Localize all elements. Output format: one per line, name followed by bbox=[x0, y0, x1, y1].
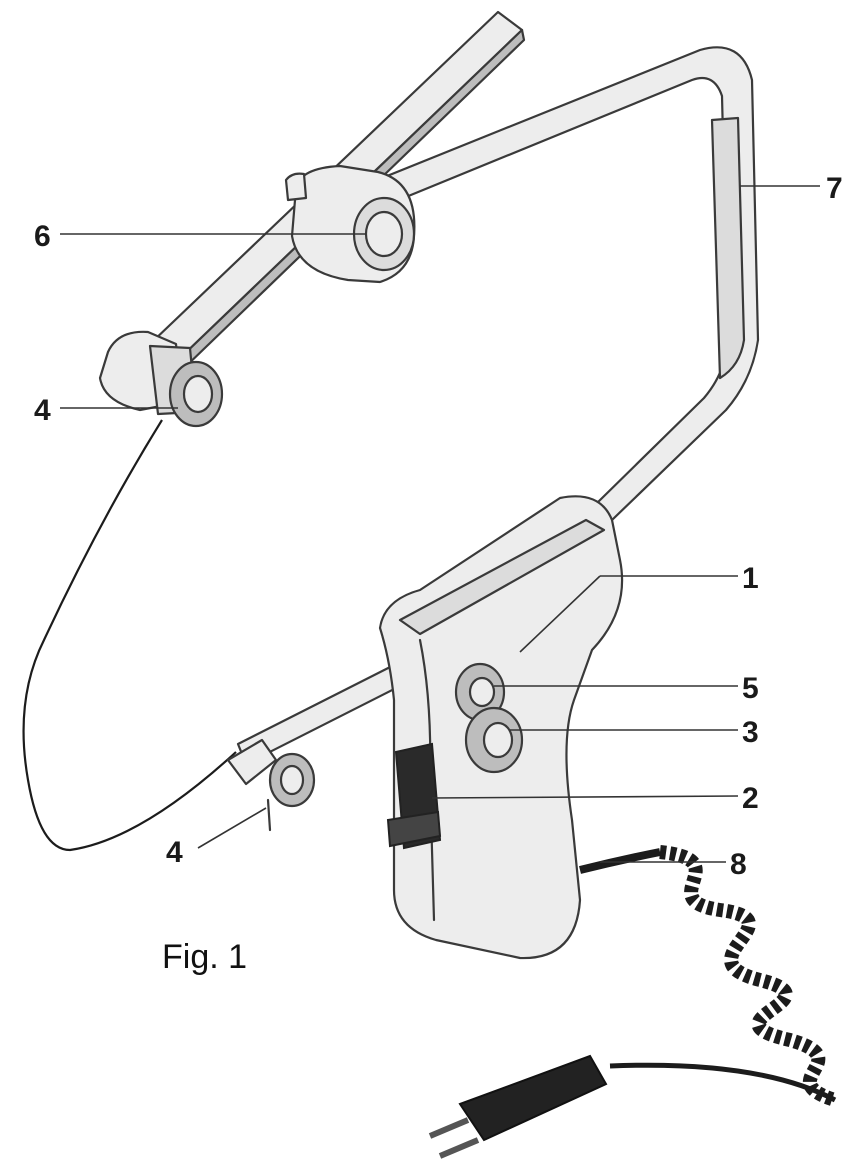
leader-lines bbox=[60, 185, 820, 863]
sensor-wire bbox=[22, 419, 237, 852]
coiled-cable bbox=[579, 845, 838, 1107]
callout-1: 1 bbox=[742, 562, 759, 595]
callout-2: 2 bbox=[742, 782, 759, 815]
callout-7: 7 bbox=[826, 172, 843, 205]
callout-3: 3 bbox=[742, 716, 759, 749]
lower-knob-assembly bbox=[226, 738, 316, 832]
upper-knob-assembly bbox=[98, 330, 224, 428]
slide-switch bbox=[386, 742, 442, 850]
callout-4-lower: 4 bbox=[166, 836, 183, 869]
knob-3 bbox=[464, 706, 524, 774]
figure-caption: Fig. 1 bbox=[162, 938, 247, 976]
plug bbox=[428, 1054, 608, 1159]
callout-5: 5 bbox=[742, 672, 759, 705]
clamp-block bbox=[284, 164, 416, 284]
callout-8: 8 bbox=[730, 848, 747, 881]
callout-4-upper: 4 bbox=[34, 394, 51, 427]
knob-5 bbox=[454, 662, 506, 722]
callout-6: 6 bbox=[34, 220, 51, 253]
